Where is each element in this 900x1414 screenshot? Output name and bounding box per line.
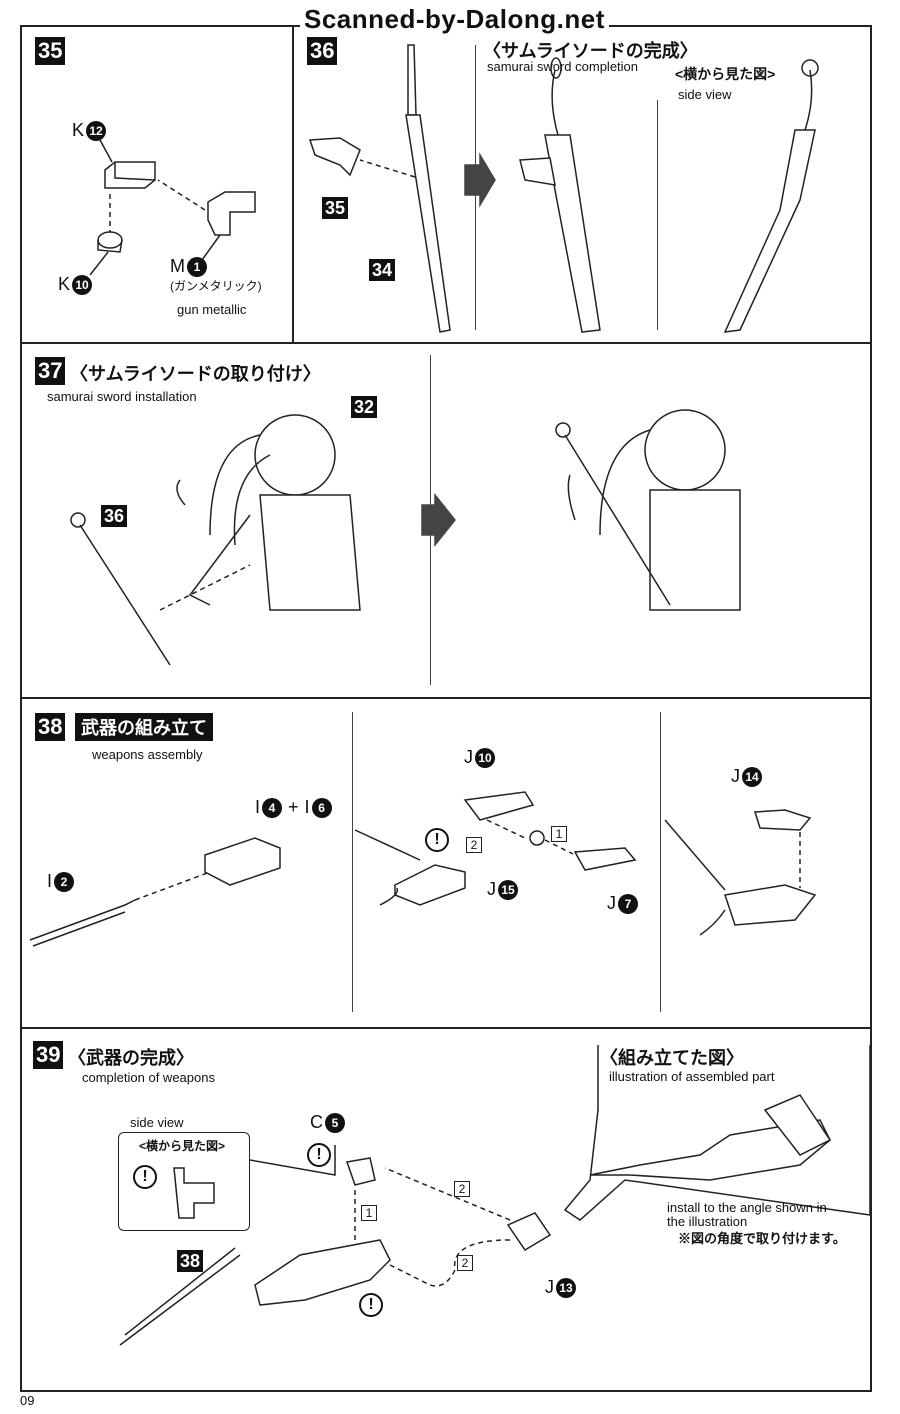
order-number: 2	[466, 837, 482, 853]
part-letter: J	[731, 766, 740, 786]
caution-icon: !	[307, 1143, 331, 1167]
install-note-jp: ※図の角度で取り付けます。	[678, 1231, 846, 1246]
divider	[292, 25, 294, 342]
install-note-en: install to the angle shown in the illust…	[667, 1200, 827, 1229]
divider	[20, 1027, 870, 1029]
part-number: 7	[618, 893, 638, 914]
part-letter: K	[58, 274, 71, 294]
part-letter: C	[310, 1112, 323, 1132]
part-number: 10	[72, 274, 93, 295]
step-number: 37	[35, 357, 66, 385]
part-letter: J	[487, 879, 496, 899]
part-diagram	[89, 139, 256, 276]
order-number: 1	[551, 826, 567, 842]
step-number: 39	[33, 1041, 64, 1069]
side-view-box: <横から見た図> !	[118, 1132, 250, 1231]
divider	[20, 342, 870, 344]
part-tag-34: 34	[369, 259, 396, 281]
step-number: 36	[307, 37, 338, 65]
weapon-diagram	[29, 791, 817, 947]
sword-diagram	[308, 44, 819, 333]
order-number: 1	[361, 1205, 377, 1221]
step-title-jp: 〈武器の完成〉	[68, 1048, 194, 1068]
part-letter: J	[607, 893, 616, 913]
step-title-en: weapons assembly	[92, 747, 203, 762]
assembled-title-jp: 〈組み立てた図〉	[600, 1048, 744, 1068]
caution-icon: !	[133, 1165, 157, 1189]
step-title-en: samurai sword completion	[487, 59, 639, 74]
part-letter: J	[464, 747, 473, 767]
part-letter: K	[72, 120, 85, 140]
part-number: 4	[262, 797, 283, 818]
weapon-completion-diagram	[119, 1045, 871, 1346]
divider	[352, 712, 353, 1012]
side-view-en: side view	[130, 1115, 184, 1130]
part-letter: I	[304, 797, 310, 817]
page-number: 09	[20, 1393, 35, 1408]
caution-icon: !	[425, 828, 449, 852]
divider	[657, 100, 658, 330]
watermark: Scanned-by-Dalong.net	[300, 4, 609, 35]
part-letter: I	[47, 871, 53, 891]
part-number: 12	[86, 120, 107, 141]
divider	[20, 697, 870, 699]
caution-icon: !	[359, 1293, 383, 1317]
divider	[660, 712, 661, 1012]
part-tag-36: 36	[101, 505, 128, 527]
part-tag-32: 32	[351, 396, 378, 418]
part-number: 1	[187, 256, 207, 277]
color-jp: (ガンメタリック)	[170, 279, 262, 293]
step-title-jp: 武器の組み立て	[75, 713, 213, 741]
plus-sign: +	[288, 797, 299, 817]
part-number: 10	[475, 747, 495, 768]
figure-diagram	[70, 409, 741, 666]
part-tag-38: 38	[177, 1250, 204, 1272]
part-number: 2	[54, 871, 75, 892]
part-letter: J	[545, 1277, 554, 1297]
step-title-jp: 〈サムライソードの取り付け〉	[70, 364, 321, 384]
part-number: 15	[498, 879, 518, 900]
step-number: 38	[35, 713, 66, 741]
part-letter: I	[255, 797, 261, 817]
step-title-en: completion of weapons	[82, 1070, 215, 1085]
side-view-en: side view	[678, 87, 732, 102]
part-number: 6	[311, 797, 332, 818]
side-view-jp: <横から見た図>	[139, 1139, 226, 1153]
step-title-en: samurai sword installation	[47, 389, 197, 404]
part-number: 5	[325, 1112, 345, 1133]
part-letter: M	[170, 256, 185, 276]
side-view-jp: <横から見た図>	[675, 66, 776, 82]
side-view-part	[173, 1167, 215, 1219]
order-number: 2	[457, 1255, 473, 1271]
order-number: 2	[454, 1181, 470, 1197]
part-number: 14	[742, 766, 762, 787]
step-number: 35	[35, 37, 66, 65]
step-title-jp: 〈サムライソードの完成〉	[483, 41, 698, 61]
color-en: gun metallic	[177, 302, 247, 317]
part-tag-35: 35	[322, 197, 349, 219]
assembled-title-en: illustration of assembled part	[609, 1069, 775, 1084]
part-number: 13	[556, 1277, 576, 1298]
